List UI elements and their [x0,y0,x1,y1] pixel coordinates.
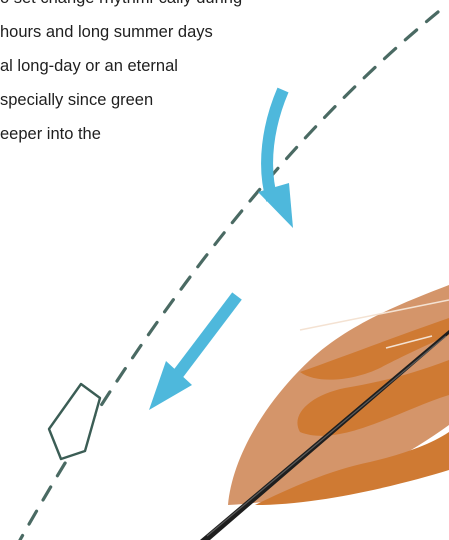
leaf-icon [228,285,449,505]
arrow-lower-icon [149,296,237,410]
pentagon-outline-icon [49,384,100,459]
